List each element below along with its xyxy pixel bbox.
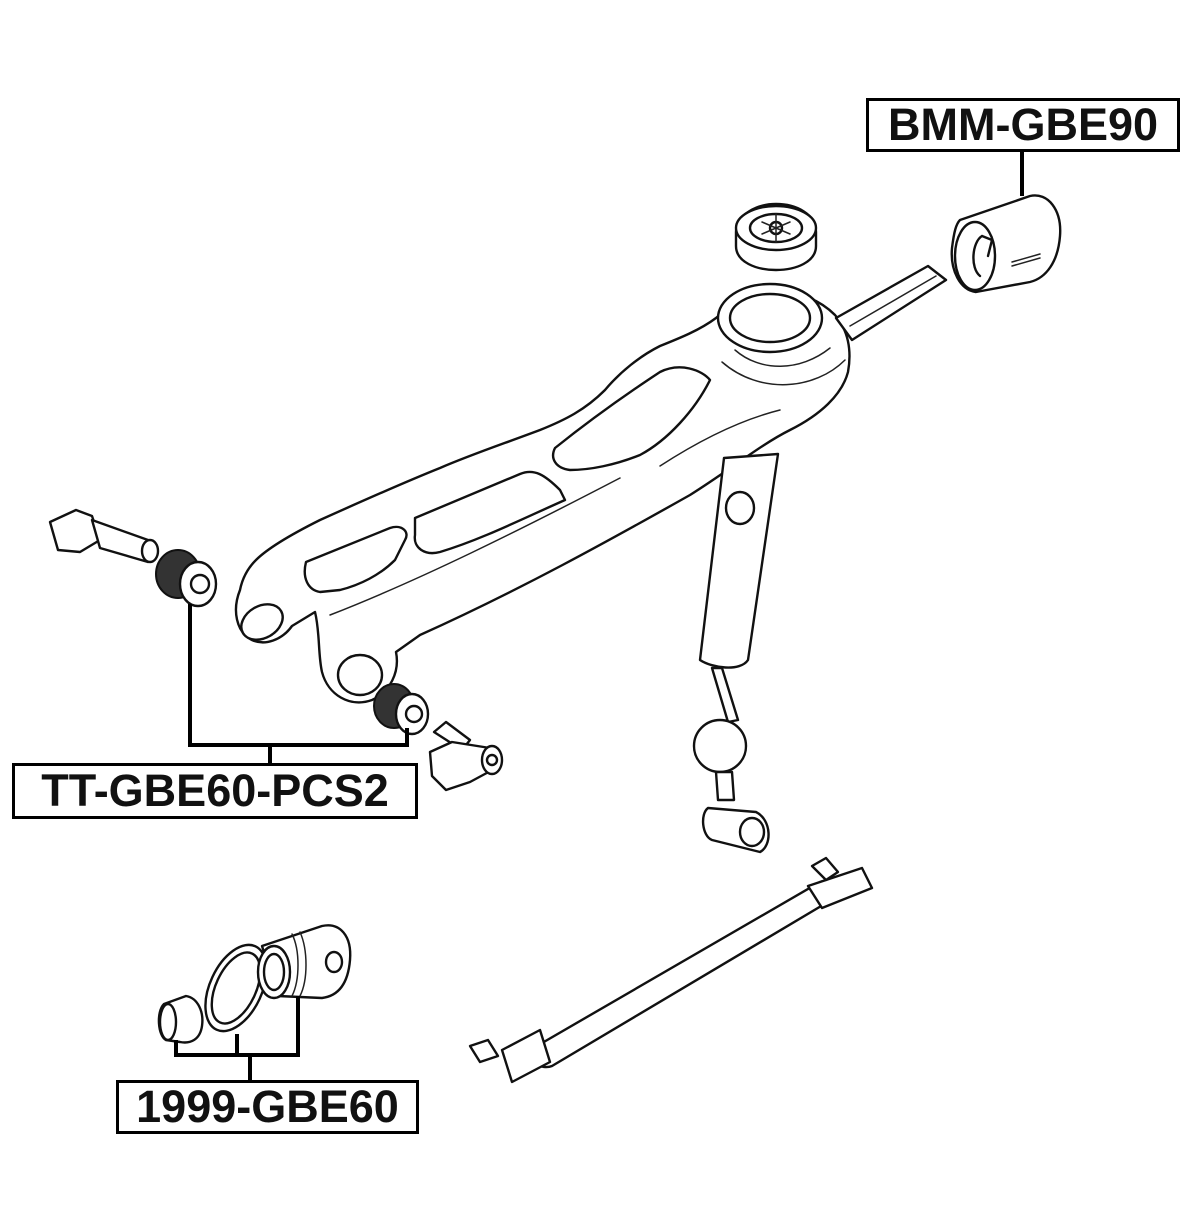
small-cap-bushing (157, 994, 204, 1044)
left-pin-bolt (48, 508, 160, 564)
shift-knob-bushing (950, 194, 1062, 294)
linkage-rod (468, 856, 874, 1084)
seal-ring (204, 943, 268, 1033)
right-arm-bushing (373, 683, 430, 736)
sleeve-bushing (256, 924, 352, 1000)
right-pin-bolt (428, 720, 504, 792)
part-label-tt-gbe60-pcs2: TT-GBE60-PCS2 (12, 763, 418, 819)
part-label-1999-gbe60: 1999-GBE60 (116, 1080, 419, 1134)
retainer-nut (734, 202, 818, 272)
shift-bracket-arm (234, 282, 851, 704)
shift-lever-stub (834, 264, 948, 342)
damper-rod (692, 452, 780, 854)
left-arm-bushing (155, 549, 218, 608)
part-label-bmm-gbe90: BMM-GBE90 (866, 98, 1180, 152)
leader-lines (174, 152, 1024, 1080)
